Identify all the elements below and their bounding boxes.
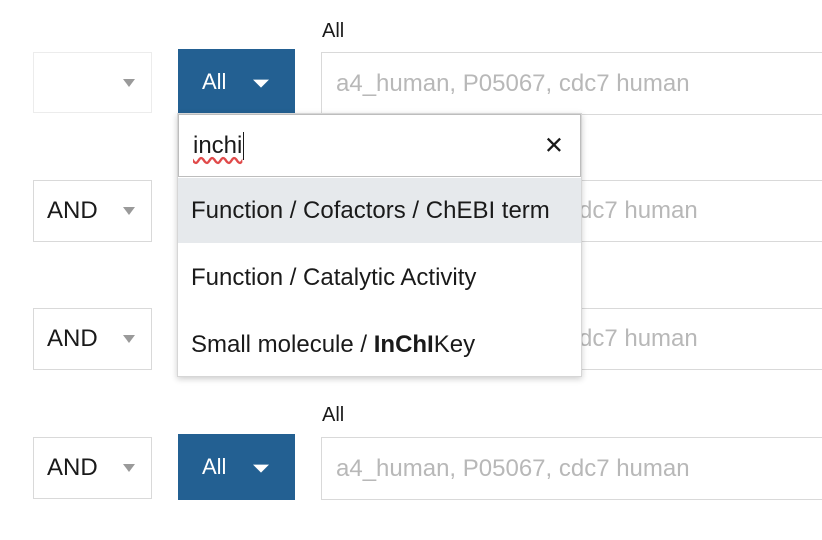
row2-term-input[interactable]: dc7 human xyxy=(570,180,822,242)
chevron-down-icon xyxy=(123,78,135,87)
row4-operator-value: AND xyxy=(47,454,98,481)
option-label-suffix: Key xyxy=(433,330,476,358)
option-label-prefix: Small molecule / xyxy=(191,330,374,358)
option-label: Function / Cofactors / ChEBI term xyxy=(191,196,550,224)
option-label: Function / Catalytic Activity xyxy=(191,263,477,291)
row2-operator-value: AND xyxy=(47,197,98,224)
chevron-down-icon xyxy=(123,207,135,215)
row1-field-label: All xyxy=(322,20,345,42)
row1-term-input[interactable]: a4_human, P05067, cdc7 human xyxy=(321,52,822,115)
row1-field-button-label: All xyxy=(202,69,227,94)
dropdown-option-catalytic-activity[interactable]: Function / Catalytic Activity xyxy=(178,245,581,310)
row1-field-button[interactable]: All xyxy=(178,49,295,115)
row1-term-placeholder: a4_human, P05067, cdc7 human xyxy=(336,69,690,97)
row3-term-input[interactable]: dc7 human xyxy=(570,308,822,370)
row3-term-placeholder: dc7 human xyxy=(579,325,698,352)
row4-term-input[interactable]: a4_human, P05067, cdc7 human xyxy=(321,437,822,500)
field-search-value: inchi xyxy=(193,131,243,159)
row4-field-label: All xyxy=(322,404,345,426)
option-label-match: InChI xyxy=(373,330,434,358)
dropdown-option-cofactors-chebi[interactable]: Function / Cofactors / ChEBI term xyxy=(178,178,581,243)
caret-down-icon xyxy=(253,464,269,473)
clear-icon[interactable]: ✕ xyxy=(543,132,564,159)
row4-term-placeholder: a4_human, P05067, cdc7 human xyxy=(336,454,690,482)
caret-down-icon xyxy=(253,79,269,88)
chevron-down-icon xyxy=(123,335,135,343)
row3-operator-value: AND xyxy=(47,325,98,352)
row2-term-placeholder: dc7 human xyxy=(579,197,698,224)
row4-field-button[interactable]: All xyxy=(178,434,295,500)
row1-operator-select[interactable] xyxy=(33,52,152,113)
text-caret xyxy=(243,131,245,160)
row2-operator-select[interactable]: AND xyxy=(33,180,152,242)
field-search-input[interactable]: inchi ✕ xyxy=(178,114,581,177)
row4-operator-select[interactable]: AND xyxy=(33,437,152,499)
field-dropdown: inchi ✕ Function / Cofactors / ChEBI ter… xyxy=(177,113,582,377)
chevron-down-icon xyxy=(123,464,135,472)
row3-operator-select[interactable]: AND xyxy=(33,308,152,370)
row4-field-button-label: All xyxy=(202,454,227,479)
